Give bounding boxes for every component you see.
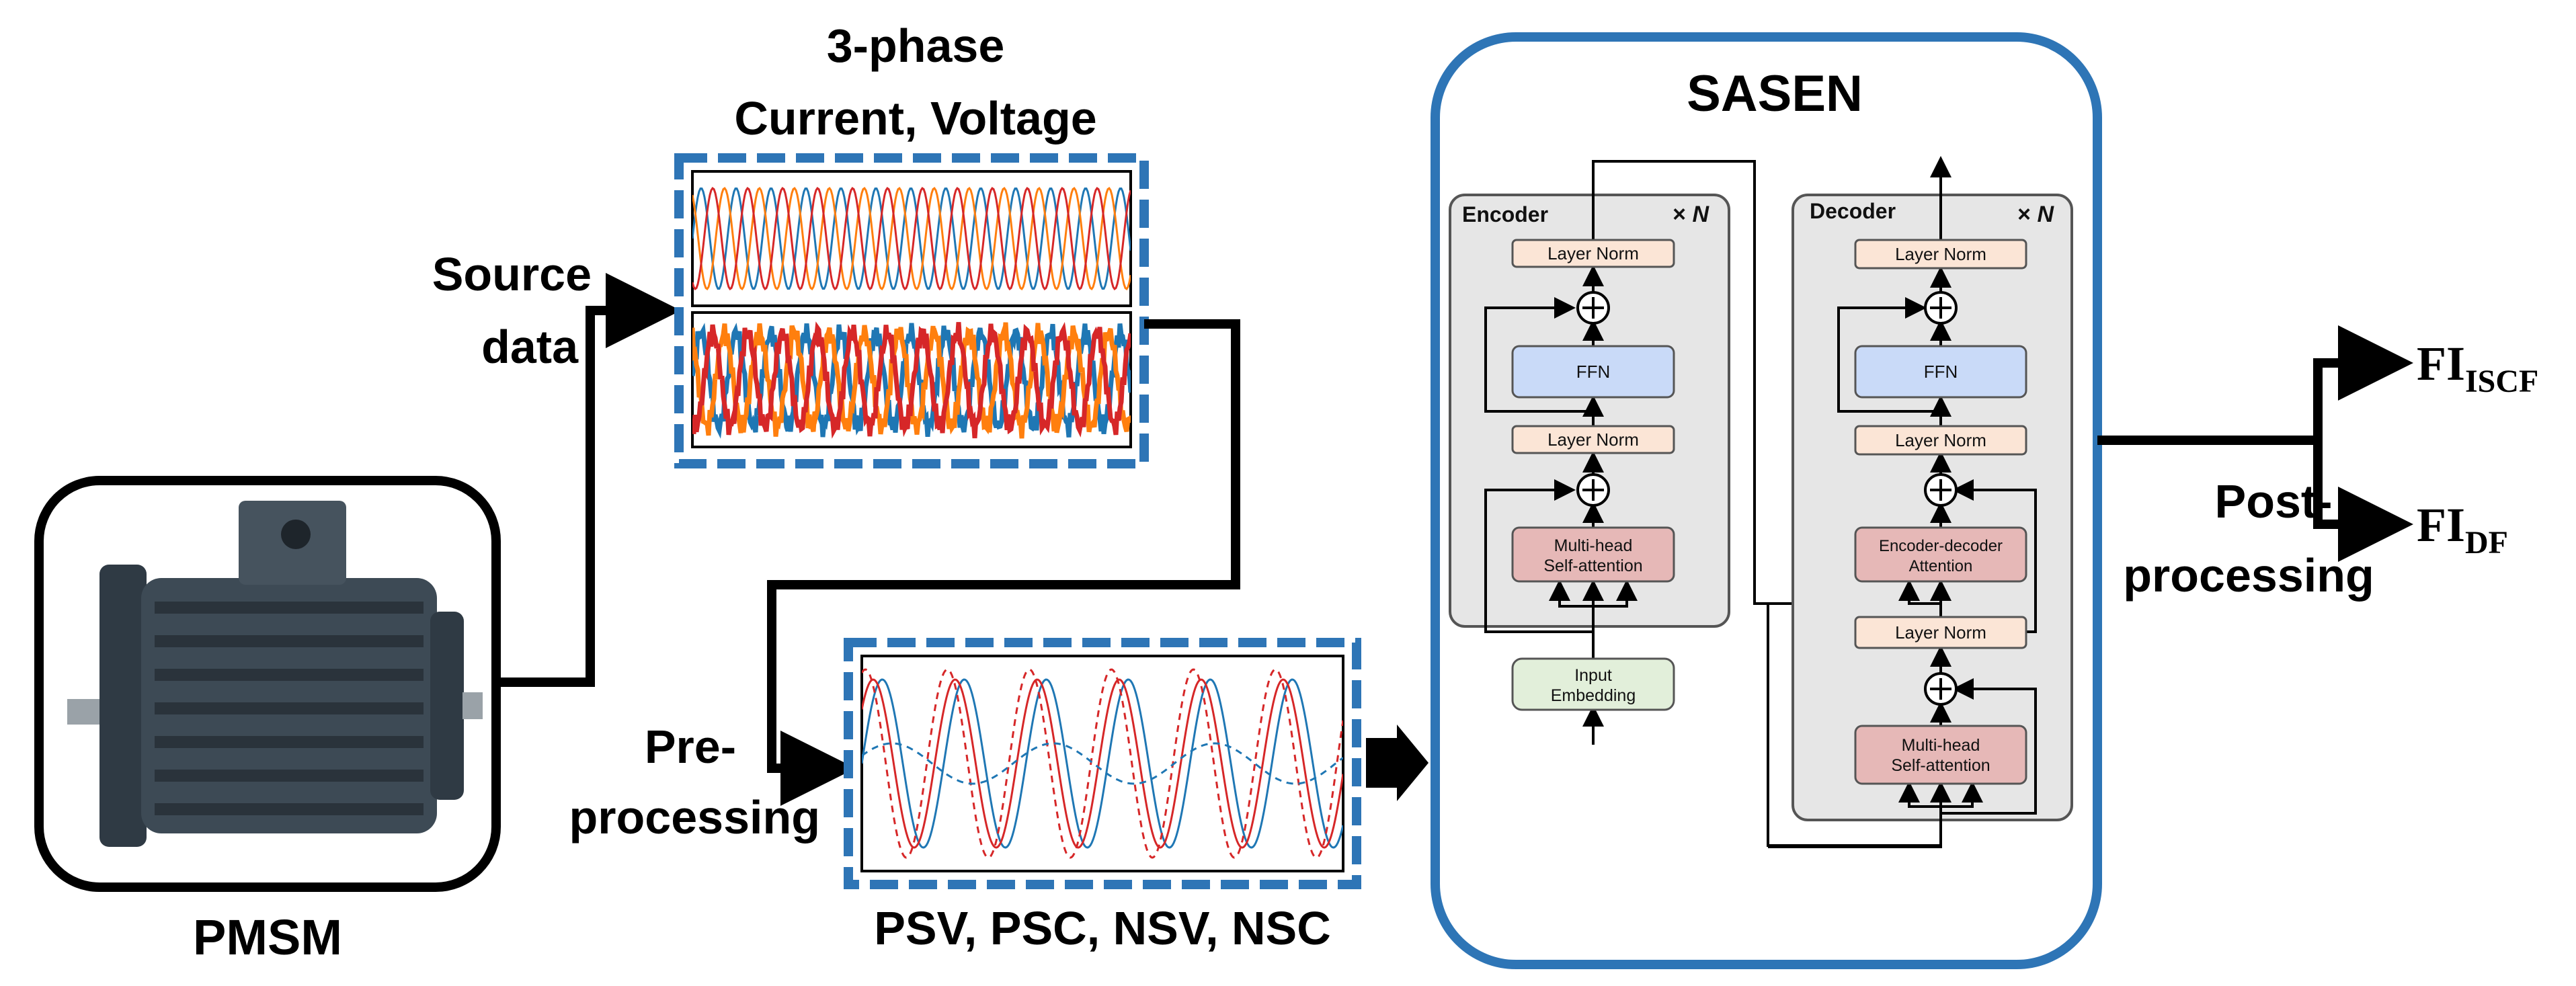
decoder-repeat: × N [2017, 202, 2054, 227]
encoder-layer-norm-mid-label: Layer Norm [1547, 429, 1639, 450]
decoder-cross-attention [1854, 526, 2027, 583]
arrow-motor-to-signals [496, 273, 681, 687]
arrow-signals-to-preprocessing [767, 319, 1240, 806]
decoder-layer-norm-top-label: Layer Norm [1895, 244, 1986, 264]
current-waveforms [692, 321, 1131, 439]
sequence-waveforms [862, 668, 1343, 859]
input-embedding [1511, 657, 1675, 711]
source-data-label: Source data [432, 248, 592, 373]
decoder-title: Decoder [1810, 199, 1896, 223]
fi-iscf-label: FIISCF [2417, 337, 2538, 399]
embedding-line1: Input [1574, 666, 1612, 685]
preprocessing-label: Pre- processing [569, 721, 820, 844]
encoder-layer-norm-top [1511, 239, 1675, 268]
encoder-layer-norm-top-label: Layer Norm [1547, 243, 1639, 263]
post-line2: processing [2123, 549, 2374, 602]
encoder-attn-line2: Self-attention [1543, 557, 1642, 575]
source-line2: data [481, 321, 579, 373]
encoder-self-attention [1511, 526, 1675, 583]
decoder-input-line [1767, 604, 1942, 847]
encoder-title: Encoder [1462, 202, 1548, 227]
waveform-line [692, 187, 1131, 290]
encoder-ffn-label: FFN [1576, 362, 1611, 382]
decoder-ffn [1854, 345, 2027, 399]
waveform-line [862, 668, 1343, 859]
sasen-title: SASEN [1687, 65, 1863, 122]
waveform-line [862, 742, 1343, 785]
waveform-line [862, 678, 1343, 849]
encoder-attn-line1: Multi-head [1554, 536, 1633, 555]
decoder-attn-line1: Multi-head [1902, 736, 1980, 755]
decoder-cross-line2: Attention [1909, 557, 1973, 575]
sasen-block: SASEN Encoder × N Layer Norm [1431, 32, 2102, 969]
pmsm-label: PMSM [193, 909, 342, 965]
decoder-layer-norm-bottom [1854, 616, 2027, 649]
arrow-to-fi-df [2313, 440, 2413, 562]
waveform-line [692, 187, 1131, 290]
sequence-block: PSV, PSC, NSV, NSC [844, 638, 1361, 954]
decoder-ffn-label: FFN [1924, 362, 1958, 382]
voltage-waveforms [692, 187, 1131, 290]
fi-df-label: FIDF [2417, 498, 2508, 561]
decoder: Decoder × N Layer Norm [1767, 156, 2073, 848]
decoder-layer-norm-top [1854, 239, 2027, 270]
decoder-attn-line2: Self-attention [1891, 756, 1990, 775]
pre-line2: processing [569, 791, 820, 844]
decoder-layer-norm-bottom-label: Layer Norm [1895, 622, 1986, 643]
motor-icon [67, 501, 483, 847]
source-line1: Source [432, 248, 592, 300]
three-phase-title-line1: 3-phase [827, 19, 1005, 72]
encoder-ffn [1511, 345, 1675, 399]
waveform-line [692, 321, 1131, 439]
output-section: Post- processing FIISCF FIDF [2097, 325, 2538, 602]
decoder-self-attention [1854, 725, 2027, 785]
arrow-to-fi-iscf [2313, 325, 2413, 440]
pre-line1: Pre- [645, 721, 736, 773]
three-phase-title-line2: Current, Voltage [734, 92, 1096, 145]
pmsm-block: PMSM [34, 476, 501, 965]
encoder-layer-norm-mid [1511, 425, 1675, 454]
encoder-repeat: × N [1673, 202, 1709, 227]
arrow-into-sasen [1366, 725, 1428, 801]
decoder-layer-norm-mid-label: Layer Norm [1895, 430, 1986, 450]
sequence-label: PSV, PSC, NSV, NSC [874, 902, 1331, 954]
embedding-line2: Embedding [1551, 686, 1636, 705]
waveform-line [862, 678, 1343, 849]
three-phase-block: 3-phase Current, Voltage [674, 19, 1149, 468]
decoder-cross-line1: Encoder-decoder [1879, 537, 2003, 555]
post-line1: Post- [2215, 475, 2333, 528]
decoder-layer-norm-mid [1854, 425, 2027, 456]
encoder: Encoder × N Layer Norm FFN [1449, 160, 2009, 745]
